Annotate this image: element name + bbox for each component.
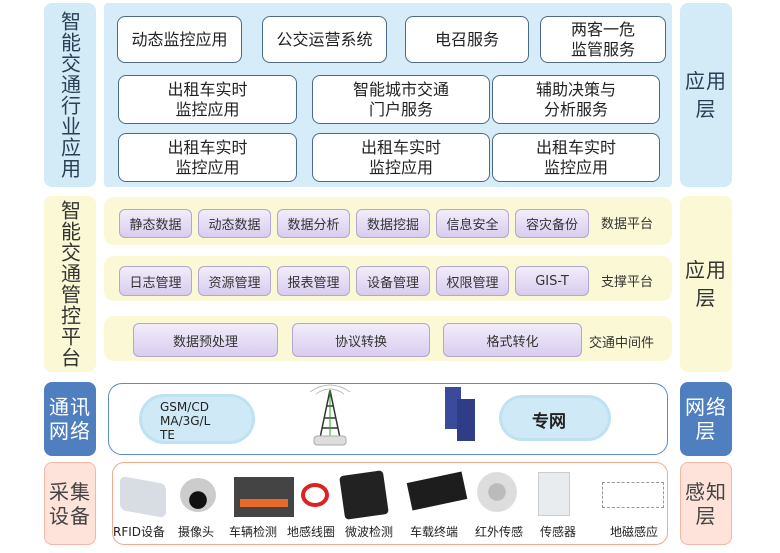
- platform-item: 权限管理: [436, 266, 509, 296]
- app-box: 电召服务: [405, 16, 529, 63]
- app-box: 两客一危 监管服务: [540, 16, 666, 63]
- app-box: 出租车实时 监控应用: [492, 133, 660, 182]
- app-box: 公交运营系统: [262, 16, 387, 63]
- data-platform-label: 数据平台: [601, 217, 654, 232]
- cell-tower-icon: [309, 384, 351, 446]
- mobile-network-label: GSM/CD MA/3G/L TE: [160, 400, 211, 442]
- platform-item: 动态数据: [198, 209, 271, 238]
- device-label: RFID设备: [113, 525, 166, 539]
- platform-item: 数据分析: [277, 209, 350, 238]
- layer-label-industry-app: 智能交通行业应用: [44, 3, 96, 187]
- layer-label-collect-devices: 采集设备: [44, 462, 96, 545]
- platform-item: 静态数据: [119, 209, 192, 238]
- layer-label-network: 网络层: [680, 382, 732, 456]
- cloud-icon: [502, 398, 608, 438]
- platform-item: 资源管理: [198, 266, 271, 296]
- platform-item: GIS-T: [515, 266, 589, 296]
- device-label: 红外传感: [475, 525, 524, 539]
- layer-label-control-platform: 智能交通管控平台: [44, 196, 96, 372]
- device-label: 摄像头: [178, 525, 215, 539]
- geomagnetic-icon: [602, 482, 664, 508]
- platform-item: 信息安全: [436, 209, 509, 238]
- app-box: 智能城市交通 门户服务: [312, 75, 490, 124]
- middleware-item: 协议转换: [292, 323, 430, 357]
- coil-icon: [301, 483, 329, 507]
- sensor-icon: [538, 472, 570, 516]
- device-label: 车辆检测: [229, 525, 278, 539]
- app-box: 动态监控应用: [117, 16, 242, 63]
- platform-item: 数据挖掘: [356, 209, 430, 238]
- cloud-icon: [142, 397, 252, 441]
- device-label: 微波检测: [345, 525, 394, 539]
- device-label: 传感器: [540, 525, 577, 539]
- layer-label-comm-network: 通讯网络: [44, 382, 96, 456]
- camera-icon: [180, 478, 216, 512]
- layer-label-application: 应用层: [680, 3, 732, 187]
- device-label: 车载终端: [410, 525, 459, 539]
- vehicle-detector-icon: [234, 477, 294, 517]
- middleware-item: 格式转化: [443, 323, 582, 357]
- middleware-label: 交通中间件: [589, 336, 655, 351]
- platform-item: 日志管理: [119, 266, 192, 296]
- device-label: 地感线圈: [287, 525, 336, 539]
- platform-item: 设备管理: [356, 266, 430, 296]
- app-box: 出租车实时 监控应用: [312, 133, 490, 182]
- middleware-item: 数据预处理: [133, 323, 278, 357]
- server-icon: [445, 387, 475, 441]
- microwave-detector-icon: [339, 470, 389, 520]
- support-platform-label: 支撑平台: [601, 275, 654, 290]
- app-box: 辅助决策与 分析服务: [492, 75, 660, 124]
- app-box: 出租车实时 监控应用: [118, 133, 297, 182]
- platform-item: 容灾备份: [515, 209, 589, 238]
- layer-label-sensing: 感知层: [680, 462, 732, 545]
- layer-label-application-2: 应用层: [680, 196, 732, 372]
- private-network-label: 专网: [532, 412, 566, 432]
- infrared-sensor-icon: [477, 472, 517, 512]
- app-box: 出租车实时 监控应用: [118, 75, 297, 124]
- platform-item: 报表管理: [277, 266, 350, 296]
- device-label: 地磁感应: [610, 525, 659, 539]
